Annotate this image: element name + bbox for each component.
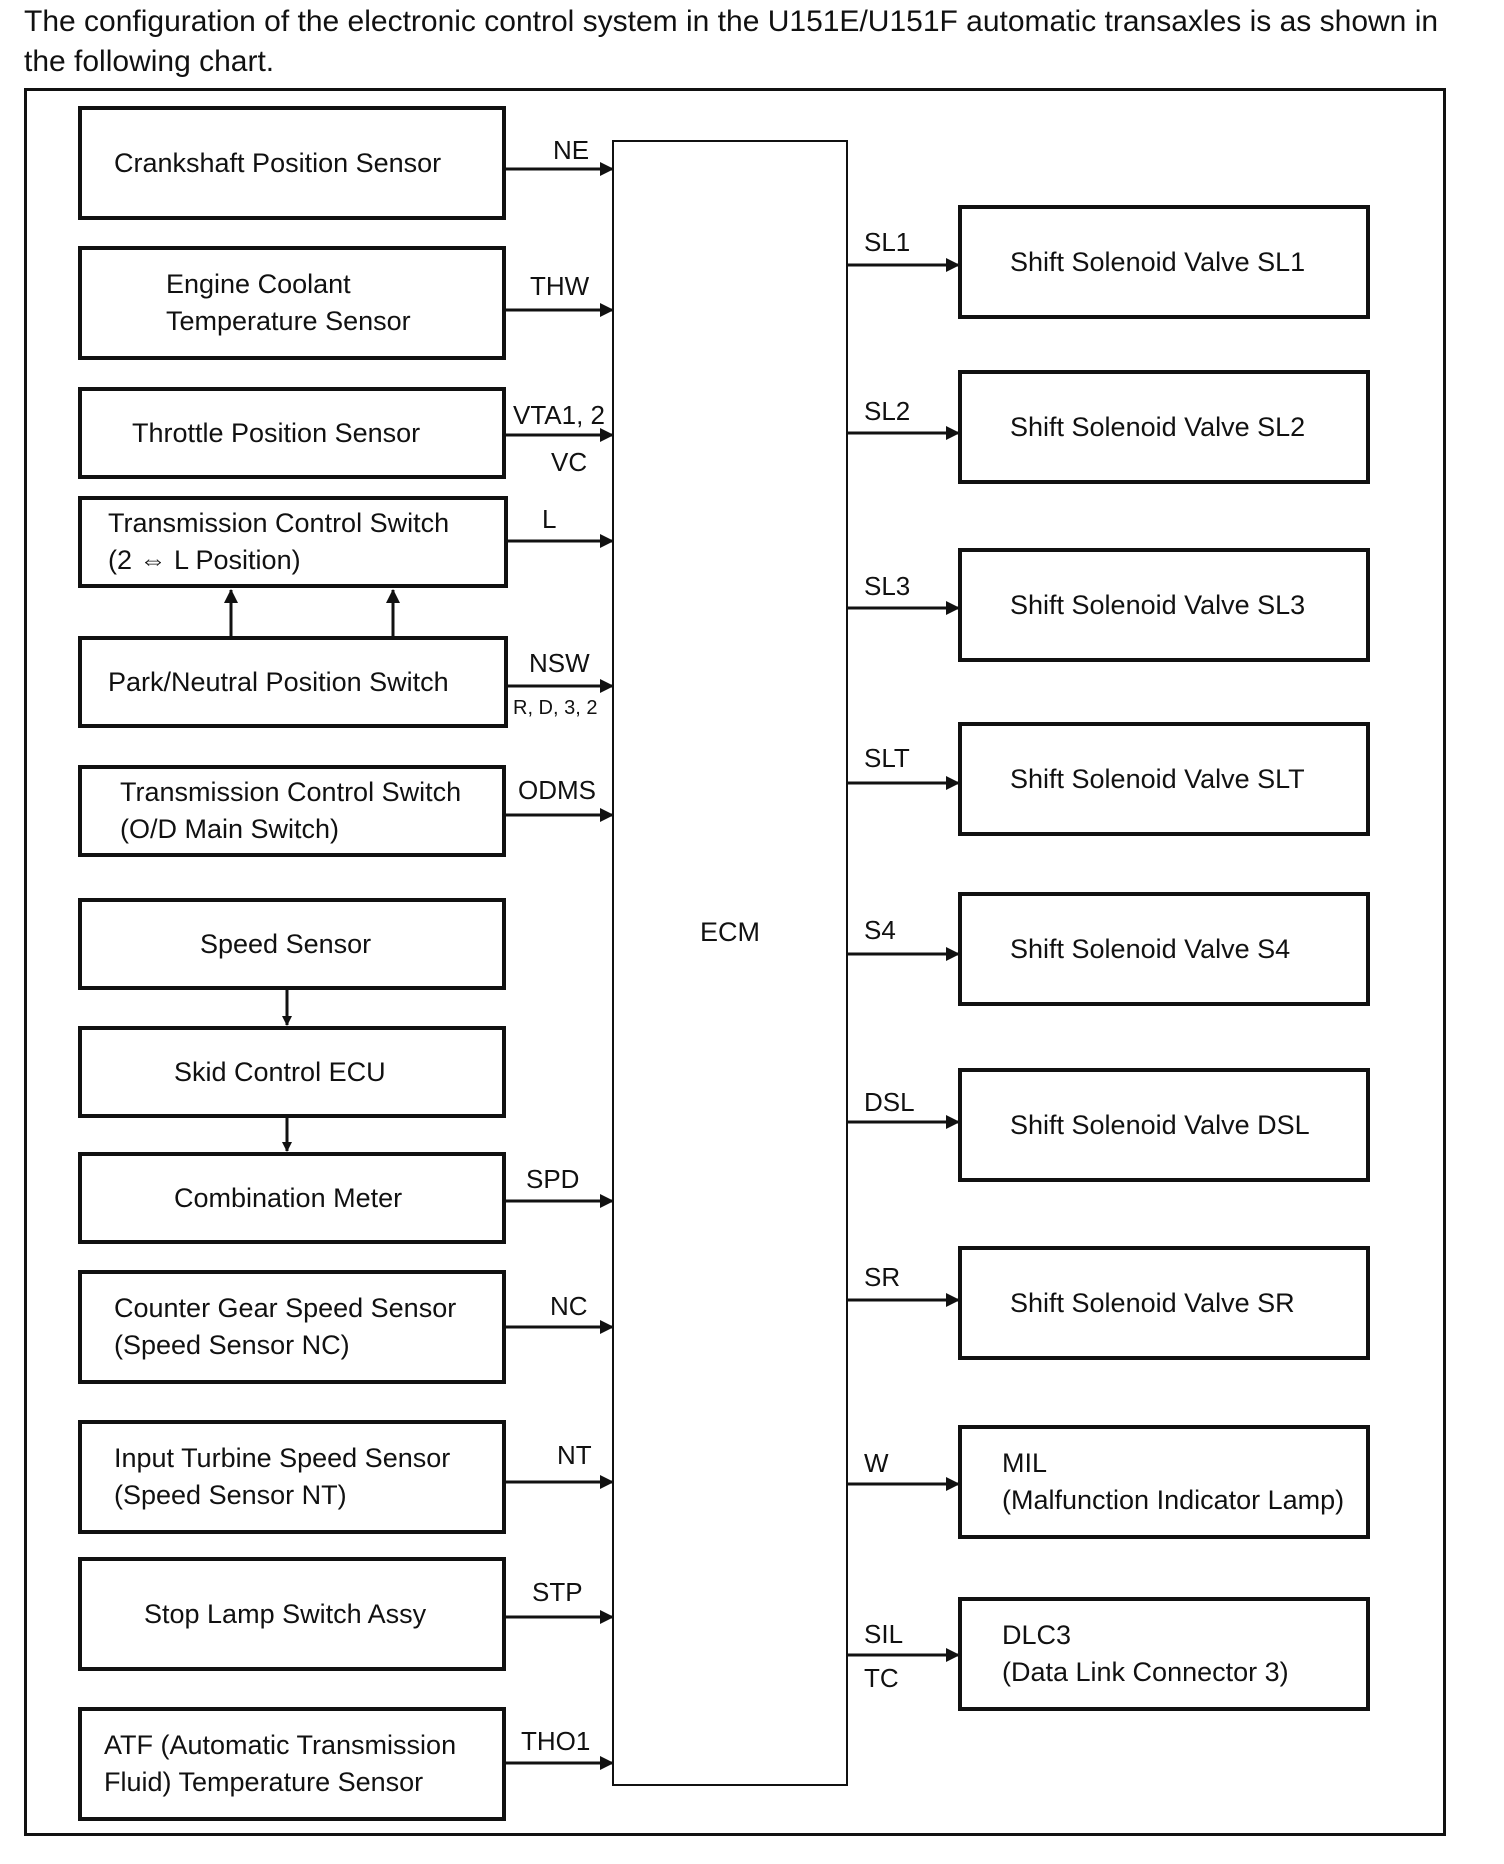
signal-sil: SIL <box>864 1619 904 1649</box>
crankshaft-position-sensor-box: Crankshaft Position Sensor <box>78 106 506 220</box>
atf-temperature-sensor-box: ATF (Automatic Transmission Fluid) Tempe… <box>78 1707 506 1821</box>
signal-w: W <box>864 1448 889 1478</box>
throttle-position-sensor-box: Throttle Position Sensor <box>78 387 506 479</box>
throttle-position-sensor-label: Throttle Position Sensor <box>132 417 421 448</box>
shift-solenoid-valve-sl2-box: Shift Solenoid Valve SL2 <box>958 370 1370 484</box>
transmission-control-switch-l-label: Transmission Control Switch (2 ⇔ L Posit… <box>108 508 450 575</box>
shift-solenoid-valve-sl2-label: Shift Solenoid Valve SL2 <box>1010 411 1306 442</box>
input-turbine-speed-sensor-label: Input Turbine Speed Sensor (Speed Sensor… <box>114 1443 451 1510</box>
atf-temperature-sensor-label: ATF (Automatic Transmission Fluid) Tempe… <box>104 1730 457 1797</box>
ecm-block: ECM <box>612 140 848 1786</box>
signal-thw: THW <box>530 271 590 301</box>
transmission-control-switch-od-label: Transmission Control Switch (O/D Main Sw… <box>120 777 462 844</box>
signal-nsw-positions: R, D, 3, 2 <box>513 697 598 719</box>
crankshaft-position-sensor-label: Crankshaft Position Sensor <box>114 147 442 178</box>
signal-vta: VTA1, 2 <box>513 400 606 430</box>
park-neutral-position-switch-box: Park/Neutral Position Switch <box>78 636 508 728</box>
signal-odms: ODMS <box>518 775 596 805</box>
shift-solenoid-valve-dsl-box: Shift Solenoid Valve DSL <box>958 1068 1370 1182</box>
ecm-label: ECM <box>700 917 760 947</box>
combination-meter-box: Combination Meter <box>78 1152 506 1244</box>
intro-text: The configuration of the electronic cont… <box>24 5 1439 78</box>
transmission-control-switch-l-box: Transmission Control Switch (2 ⇔ L Posit… <box>78 496 508 588</box>
shift-solenoid-valve-sl1-box: Shift Solenoid Valve SL1 <box>958 205 1370 319</box>
mil-label: MIL (Malfunction Indicator Lamp) <box>1002 1448 1345 1515</box>
engine-coolant-temperature-sensor-label: Engine Coolant Temperature Sensor <box>166 269 411 336</box>
shift-solenoid-valve-dsl-label: Shift Solenoid Valve DSL <box>1010 1109 1310 1140</box>
signal-spd: SPD <box>526 1164 580 1194</box>
shift-solenoid-valve-slt-label: Shift Solenoid Valve SLT <box>1010 763 1305 794</box>
signal-dsl: DSL <box>864 1087 915 1117</box>
transmission-control-switch-od-box: Transmission Control Switch (O/D Main Sw… <box>78 765 506 857</box>
shift-solenoid-valve-sl3-box: Shift Solenoid Valve SL3 <box>958 548 1370 662</box>
skid-control-ecu-label: Skid Control ECU <box>174 1056 386 1087</box>
park-neutral-position-switch-label: Park/Neutral Position Switch <box>108 666 449 697</box>
dlc3-label: DLC3 (Data Link Connector 3) <box>1002 1620 1289 1687</box>
signal-sl1: SL1 <box>864 227 911 257</box>
signal-nsw: NSW <box>529 648 590 678</box>
skid-control-ecu-box: Skid Control ECU <box>78 1026 506 1118</box>
signal-sl3: SL3 <box>864 571 911 601</box>
shift-solenoid-valve-sl3-label: Shift Solenoid Valve SL3 <box>1010 589 1306 620</box>
signal-slt: SLT <box>864 743 910 773</box>
shift-solenoid-valve-slt-box: Shift Solenoid Valve SLT <box>958 722 1370 836</box>
signal-sr: SR <box>864 1262 901 1292</box>
signal-nt: NT <box>557 1440 592 1470</box>
signal-sl2: SL2 <box>864 396 911 426</box>
stop-lamp-switch-box: Stop Lamp Switch Assy <box>78 1557 506 1671</box>
combination-meter-label: Combination Meter <box>174 1182 403 1213</box>
shift-solenoid-valve-sl1-label: Shift Solenoid Valve SL1 <box>1010 246 1306 277</box>
shift-solenoid-valve-s4-label: Shift Solenoid Valve S4 <box>1010 933 1291 964</box>
signal-ne: NE <box>553 135 590 165</box>
dlc3-box: DLC3 (Data Link Connector 3) <box>958 1597 1370 1711</box>
signal-tc: TC <box>864 1663 899 1693</box>
signal-vc: VC <box>551 447 588 477</box>
counter-gear-speed-sensor-box: Counter Gear Speed Sensor (Speed Sensor … <box>78 1270 506 1384</box>
signal-nc: NC <box>550 1291 588 1321</box>
shift-solenoid-valve-s4-box: Shift Solenoid Valve S4 <box>958 892 1370 1006</box>
diagram-frame <box>24 88 1446 1836</box>
engine-coolant-temperature-sensor-box: Engine Coolant Temperature Sensor <box>78 246 506 360</box>
signal-l: L <box>542 504 557 534</box>
shift-solenoid-valve-sr-box: Shift Solenoid Valve SR <box>958 1246 1370 1360</box>
speed-sensor-label: Speed Sensor <box>200 928 372 959</box>
signal-s4: S4 <box>864 915 896 945</box>
shift-solenoid-valve-sr-label: Shift Solenoid Valve SR <box>1010 1287 1295 1318</box>
counter-gear-speed-sensor-label: Counter Gear Speed Sensor (Speed Sensor … <box>114 1293 457 1360</box>
stop-lamp-switch-label: Stop Lamp Switch Assy <box>144 1598 427 1629</box>
signal-stp: STP <box>532 1577 583 1607</box>
signal-tho1: THO1 <box>521 1726 591 1756</box>
input-turbine-speed-sensor-box: Input Turbine Speed Sensor (Speed Sensor… <box>78 1420 506 1534</box>
mil-box: MIL (Malfunction Indicator Lamp) <box>958 1425 1370 1539</box>
speed-sensor-box: Speed Sensor <box>78 898 506 990</box>
